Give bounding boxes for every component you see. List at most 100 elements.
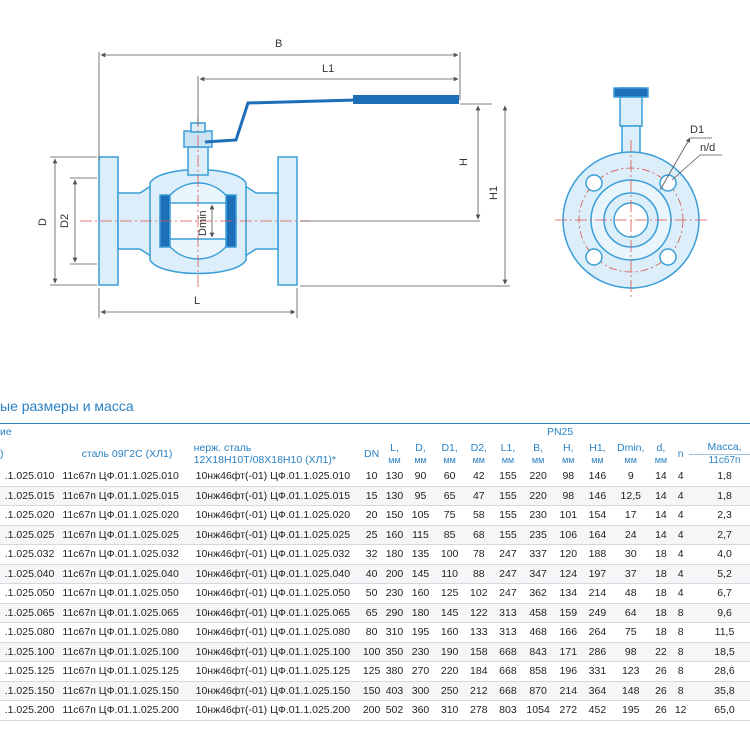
header-n: n xyxy=(677,447,684,460)
cell-c1: 11с67п ЦФ.01.1.025.050 xyxy=(60,583,194,604)
label-H1: H1 xyxy=(488,186,500,200)
cell-D1: 250 xyxy=(435,681,465,701)
cell-L1: 155 xyxy=(493,525,523,545)
cell-D: 230 xyxy=(405,642,436,662)
cell-d: 18 xyxy=(649,583,673,604)
cell-H: 214 xyxy=(553,681,583,701)
cell-H: 124 xyxy=(553,564,583,584)
cell-D1: 75 xyxy=(435,505,465,526)
cell-c0: .1.025.100 xyxy=(0,642,61,662)
cell-c2: 10нж46фт(-01) ЦФ.01.1.025.040 xyxy=(193,564,361,584)
dim-D1-leader xyxy=(659,137,691,191)
cell-n: 12 xyxy=(672,700,689,721)
cell-Dmin: 12,5 xyxy=(612,486,650,506)
cell-dn: 150 xyxy=(360,681,384,701)
label-L: L xyxy=(194,295,200,307)
label-D1: D1 xyxy=(690,124,704,136)
cell-D2: 102 xyxy=(464,583,494,604)
cell-m: 18,5 xyxy=(689,642,750,662)
header-col1: сталь 09Г2С (ХЛ1) xyxy=(81,447,173,460)
cell-D1: 190 xyxy=(435,642,465,662)
cell-D2: 133 xyxy=(464,622,494,643)
cell-Dmin: 37 xyxy=(612,564,650,584)
cell-L: 160 xyxy=(383,525,406,545)
cell-m: 65,0 xyxy=(689,700,750,721)
cell-L: 130 xyxy=(383,467,406,487)
cell-L: 502 xyxy=(383,700,406,721)
header-mass-sub: 11с67п xyxy=(689,454,750,467)
cell-d: 18 xyxy=(649,603,673,623)
cell-D1: 145 xyxy=(435,603,465,623)
cell-D: 135 xyxy=(405,544,436,565)
cell-H1: 164 xyxy=(582,525,612,545)
cell-d: 22 xyxy=(649,642,673,662)
cell-H1: 154 xyxy=(582,505,612,526)
cell-dn: 125 xyxy=(360,661,384,682)
section-title: ые размеры и масса xyxy=(0,398,134,414)
cell-H: 134 xyxy=(553,583,583,604)
cell-L: 130 xyxy=(383,486,406,506)
cell-B: 220 xyxy=(522,486,554,506)
header-H1: H1,мм xyxy=(589,441,606,465)
cell-L1: 313 xyxy=(493,603,523,623)
cell-c0: .1.025.025 xyxy=(0,525,61,545)
cell-m: 1,8 xyxy=(689,467,750,487)
cell-Dmin: 9 xyxy=(612,467,650,487)
cell-c2: 10нж46фт(-01) ЦФ.01.1.025.080 xyxy=(193,622,361,643)
cell-D1: 310 xyxy=(435,700,465,721)
header-Dmin: Dmin,мм xyxy=(617,441,645,465)
cell-m: 9,6 xyxy=(689,603,750,623)
handle-lever xyxy=(204,98,357,144)
cell-c1: 11с67п ЦФ.01.1.025.200 xyxy=(60,700,194,721)
cell-D2: 212 xyxy=(464,681,494,701)
cell-n: 8 xyxy=(672,622,689,643)
cell-m: 5,2 xyxy=(689,564,750,584)
cell-c0: .1.025.125 xyxy=(0,661,61,682)
cell-Dmin: 24 xyxy=(612,525,650,545)
cell-d: 18 xyxy=(649,564,673,584)
cell-B: 230 xyxy=(522,505,554,526)
header-L: L,мм xyxy=(388,441,401,465)
cell-m: 6,7 xyxy=(689,583,750,604)
cell-n: 4 xyxy=(672,564,689,584)
cell-D: 360 xyxy=(405,700,436,721)
cell-d: 18 xyxy=(649,622,673,643)
cell-c2: 10нж46фт(-01) ЦФ.01.1.025.065 xyxy=(193,603,361,623)
cell-c0: .1.025.050 xyxy=(0,583,61,604)
cell-dn: 100 xyxy=(360,642,384,662)
header-dn: DN xyxy=(364,447,380,460)
cell-dn: 10 xyxy=(360,467,384,487)
cell-D: 145 xyxy=(405,564,436,584)
label-D2: D2 xyxy=(59,214,71,228)
dimensions-table-wrap: ие PN25 ) сталь 09Г2С (ХЛ1) нерж. сталь … xyxy=(0,423,750,750)
cell-n: 4 xyxy=(672,544,689,565)
cell-B: 337 xyxy=(522,544,554,565)
cell-dn: 65 xyxy=(360,603,384,623)
header-D: D,мм xyxy=(414,441,427,465)
cell-D: 160 xyxy=(405,583,436,604)
cell-B: 858 xyxy=(522,661,554,682)
cell-L1: 668 xyxy=(493,681,523,701)
cell-n: 4 xyxy=(672,486,689,506)
cell-c2: 10нж46фт(-01) ЦФ.01.1.025.125 xyxy=(193,661,361,682)
cell-c0: .1.025.065 xyxy=(0,603,61,623)
cell-d: 18 xyxy=(649,544,673,565)
bolt-hole-4 xyxy=(659,248,677,266)
header-col2-line1: нерж. сталь xyxy=(193,441,252,454)
cell-L1: 803 xyxy=(493,700,523,721)
cell-L1: 668 xyxy=(493,642,523,662)
cell-c2: 10нж46фт(-01) ЦФ.01.1.025.025 xyxy=(193,525,361,545)
cell-D1: 100 xyxy=(435,544,465,565)
header-mass: Масса, xyxy=(707,441,742,453)
cell-d: 26 xyxy=(649,661,673,682)
cell-n: 4 xyxy=(672,505,689,526)
cell-Dmin: 48 xyxy=(612,583,650,604)
cell-c0: .1.025.020 xyxy=(0,505,61,526)
